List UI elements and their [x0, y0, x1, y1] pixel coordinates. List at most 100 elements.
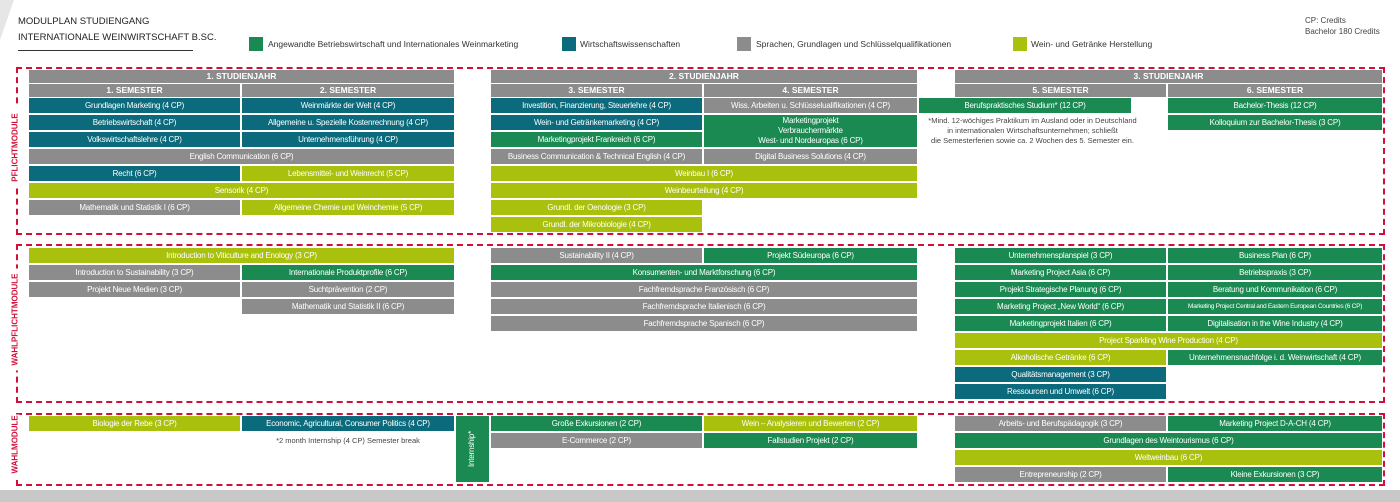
module[interactable]: Weltweinbau (6 CP)	[955, 450, 1382, 465]
module[interactable]: Alkoholische Getränke (6 CP)	[955, 350, 1166, 365]
module[interactable]: Marketing Project Central and Eastern Eu…	[1168, 299, 1382, 314]
footer-band	[0, 490, 1400, 502]
module[interactable]: Suchtprävention (2 CP)	[242, 282, 454, 297]
module[interactable]: Kolloquium zur Bachelor-Thesis (3 CP)	[1168, 115, 1382, 130]
module[interactable]: Project Sparkling Wine Production (4 CP)	[955, 333, 1382, 348]
module[interactable]: Digitalisation in the Wine Industry (4 C…	[1168, 316, 1382, 331]
module[interactable]: Fachfremdsprache Spanisch (6 CP)	[491, 316, 917, 331]
legend-swatch-teal	[562, 37, 576, 51]
module[interactable]: Grundlagen Marketing (4 CP)	[29, 98, 240, 113]
module[interactable]: Betriebswirtschaft (4 CP)	[29, 115, 240, 130]
module[interactable]: Investition, Finanzierung, Steuerlehre (…	[491, 98, 702, 113]
module-line: Verbrauchermärkte	[778, 126, 843, 135]
module[interactable]: Sensorik (4 CP)	[29, 183, 454, 198]
module[interactable]: Marketingprojekt Frankreich (6 CP)	[491, 132, 702, 147]
module[interactable]: Allgemeine Chemie und Weinchemie (5 CP)	[242, 200, 454, 215]
module[interactable]: Marketing Project D-A-CH (4 CP)	[1168, 416, 1382, 431]
module[interactable]: Weinmärkte der Welt (4 CP)	[242, 98, 454, 113]
module[interactable]: Business Plan (6 CP)	[1168, 248, 1382, 263]
module[interactable]: Unternehmensnachfolge i. d. Weinwirtscha…	[1168, 350, 1382, 365]
module[interactable]: Marketingprojekt Verbrauchermärkte West-…	[704, 115, 917, 147]
module[interactable]: Projekt Südeuropa (6 CP)	[704, 248, 917, 263]
module[interactable]: Biologie der Rebe (3 CP)	[29, 416, 240, 431]
module[interactable]: Qualitätsmanagement (3 CP)	[955, 367, 1166, 382]
module[interactable]: Marketing Project Asia (6 CP)	[955, 265, 1166, 280]
module[interactable]: Introduction to Viticulture and Enology …	[29, 248, 454, 263]
legend-swatch-lime	[1013, 37, 1027, 51]
legend-label: Wein- und Getränke Herstellung	[1031, 39, 1153, 49]
module[interactable]: Bachelor-Thesis (12 CP)	[1168, 98, 1382, 113]
praktikum-note: *Mind. 12-wöchiges Praktikum im Ausland …	[925, 116, 1140, 146]
module[interactable]: Introduction to Sustainability (3 CP)	[29, 265, 240, 280]
module[interactable]: Marketing Project „New World“ (6 CP)	[955, 299, 1166, 314]
module[interactable]: Economic, Agricultural, Consumer Politic…	[242, 416, 454, 431]
module[interactable]: Grundl. der Oenologie (3 CP)	[491, 200, 702, 215]
module[interactable]: Unternehmensplanspiel (3 CP)	[955, 248, 1166, 263]
module[interactable]: Lebensmittel- und Weinrecht (5 CP)	[242, 166, 454, 181]
module[interactable]: Grundlagen des Weintourismus (6 CP)	[955, 433, 1382, 448]
module[interactable]: Arbeits- und Berufspädagogik (3 CP)	[955, 416, 1166, 431]
legend-swatch-gray	[737, 37, 751, 51]
internship-note: *2 month Internship (4 CP) Semester brea…	[276, 436, 420, 445]
legend-swatch-green	[249, 37, 263, 51]
title-line-2: INTERNATIONALE WEINWIRTSCHAFT B.SC.	[18, 32, 217, 43]
module[interactable]: Weinbeurteilung (4 CP)	[491, 183, 917, 198]
credits-line: CP: Credits	[1305, 16, 1346, 25]
module[interactable]: Internationale Produktprofile (6 CP)	[242, 265, 454, 280]
module[interactable]: Projekt Neue Medien (3 CP)	[29, 282, 240, 297]
title-line-1: MODULPLAN STUDIENGANG	[18, 16, 150, 27]
module[interactable]: Fachfremdsprache Französisch (6 CP)	[491, 282, 917, 297]
credits-info: CP: Credits Bachelor 180 Credits	[1305, 15, 1380, 37]
module[interactable]: Wein- und Getränkemarketing (4 CP)	[491, 115, 702, 130]
title-underline	[18, 50, 193, 51]
module[interactable]: Mathematik und Statistik I (6 CP)	[29, 200, 240, 215]
section-label-wahl: WAHLMODULE	[10, 414, 20, 477]
module[interactable]: Große Exkursionen (2 CP)	[491, 416, 702, 431]
module[interactable]: Fallstudien Projekt (2 CP)	[704, 433, 917, 448]
note-line: *Mind. 12-wöchiges Praktikum im Ausland …	[928, 116, 1137, 125]
year-header: 1. STUDIENJAHR	[29, 70, 454, 83]
note-line: in internationalen Wirtschaftsunternehme…	[947, 126, 1118, 135]
module[interactable]: Digital Business Solutions (4 CP)	[704, 149, 917, 164]
module[interactable]: Wiss. Arbeiten u. Schlüsselualifikatione…	[704, 98, 917, 113]
module[interactable]: Business Communication & Technical Engli…	[491, 149, 702, 164]
legend-label: Wirtschaftswissenschaften	[580, 39, 681, 49]
module[interactable]: Konsumenten- und Marktforschung (6 CP)	[491, 265, 917, 280]
module[interactable]: Volkswirtschaftslehre (4 CP)	[29, 132, 240, 147]
semester-header: 1. SEMESTER	[29, 84, 240, 97]
year-header: 2. STUDIENJAHR	[491, 70, 917, 83]
module[interactable]: Recht (6 CP)	[29, 166, 240, 181]
module[interactable]: Fachfremdsprache Italienisch (6 CP)	[491, 299, 917, 314]
module[interactable]: Wein – Analysieren und Bewerten (2 CP)	[704, 416, 917, 431]
legend-label: Angewandte Betriebswirtschaft und Intern…	[268, 39, 519, 49]
section-label-pflicht: PFLICHTMODULE	[10, 107, 20, 188]
year-header: 3. STUDIENJAHR	[955, 70, 1382, 83]
module[interactable]: English Communication (6 CP)	[29, 149, 454, 164]
module[interactable]: Mathematik und Statistik II (6 CP)	[242, 299, 454, 314]
module[interactable]: Sustainability II (4 CP)	[491, 248, 702, 263]
module-line: West- und Nordeuropas (6 CP)	[758, 136, 863, 145]
module[interactable]: Beratung und Kommunikation (6 CP)	[1168, 282, 1382, 297]
semester-header: 3. SEMESTER	[491, 84, 702, 97]
module[interactable]: E-Commerce (2 CP)	[491, 433, 702, 448]
module[interactable]: Unternehmensführung (4 CP)	[242, 132, 454, 147]
semester-header: 6. SEMESTER	[1168, 84, 1382, 97]
module-line: Marketingprojekt	[782, 116, 839, 125]
module[interactable]: Ressourcen und Umwelt (6 CP)	[955, 384, 1166, 399]
module[interactable]: Allgemeine u. Spezielle Kostenrechnung (…	[242, 115, 454, 130]
module[interactable]: Kleine Exkursionen (3 CP)	[1168, 467, 1382, 482]
module[interactable]: Projekt Strategische Planung (6 CP)	[955, 282, 1166, 297]
corner-decoration	[0, 0, 14, 40]
semester-header: 5. SEMESTER	[955, 84, 1166, 97]
module[interactable]: Berufspraktisches Studium* (12 CP)	[919, 98, 1131, 113]
module[interactable]: Entrepreneurship (2 CP)	[955, 467, 1166, 482]
module[interactable]: Weinbau I (6 CP)	[491, 166, 917, 181]
module[interactable]: Grundl. der Mikrobiologie (4 CP)	[491, 217, 702, 232]
legend-label: Sprachen, Grundlagen und Schlüsselqualif…	[756, 39, 952, 49]
note-line: die Semesterferien sowie ca. 2 Wochen de…	[931, 136, 1134, 145]
module[interactable]: Betriebspraxis (3 CP)	[1168, 265, 1382, 280]
module[interactable]: Marketingprojekt Italien (6 CP)	[955, 316, 1166, 331]
internship-module[interactable]: Internship*	[456, 416, 489, 482]
internship-label: Internship*	[467, 430, 476, 468]
